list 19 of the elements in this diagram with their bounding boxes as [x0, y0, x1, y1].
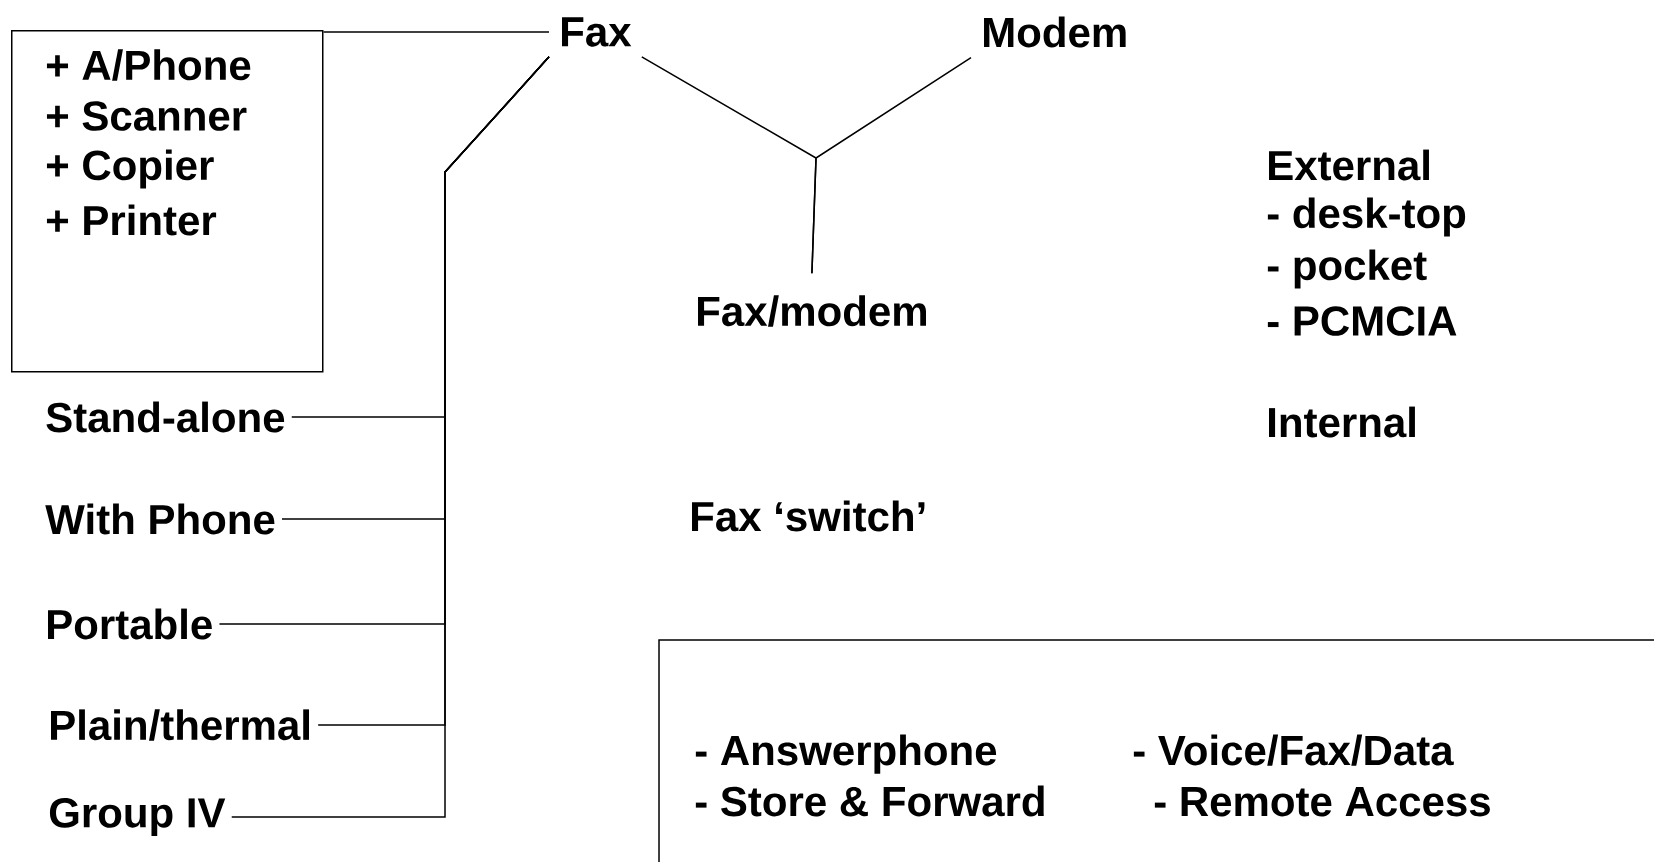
text-label: Fax ‘switch’: [692, 500, 925, 532]
text-label: Internal: [1269, 406, 1415, 438]
connector-line: [231, 56, 550, 818]
category-text: With Phone: [45, 503, 275, 535]
feature-box: + A/Phone + Scanner + Copier + Printer: [11, 30, 324, 373]
text-label: - desk-top: [1267, 197, 1466, 237]
heading-text: Fax: [562, 17, 632, 47]
category-text: Portable: [48, 608, 212, 640]
connector-line: [322, 31, 550, 33]
feature-panel: - Answerphone - Voice/Fax/Data - Store & Forward - Remote Access: [658, 639, 1654, 862]
heading-text: Modem: [984, 16, 1126, 48]
category-text: Stand-alone: [46, 401, 285, 433]
text-label: - PCMCIA: [1267, 306, 1457, 336]
category-text: Plain/thermal: [51, 709, 309, 741]
text-label: - pocket: [1267, 249, 1427, 289]
category-text: Group IV: [49, 798, 226, 837]
text-label: External: [1269, 149, 1429, 181]
category-text: Fax/modem: [698, 295, 926, 327]
connector-line: [811, 56, 972, 274]
